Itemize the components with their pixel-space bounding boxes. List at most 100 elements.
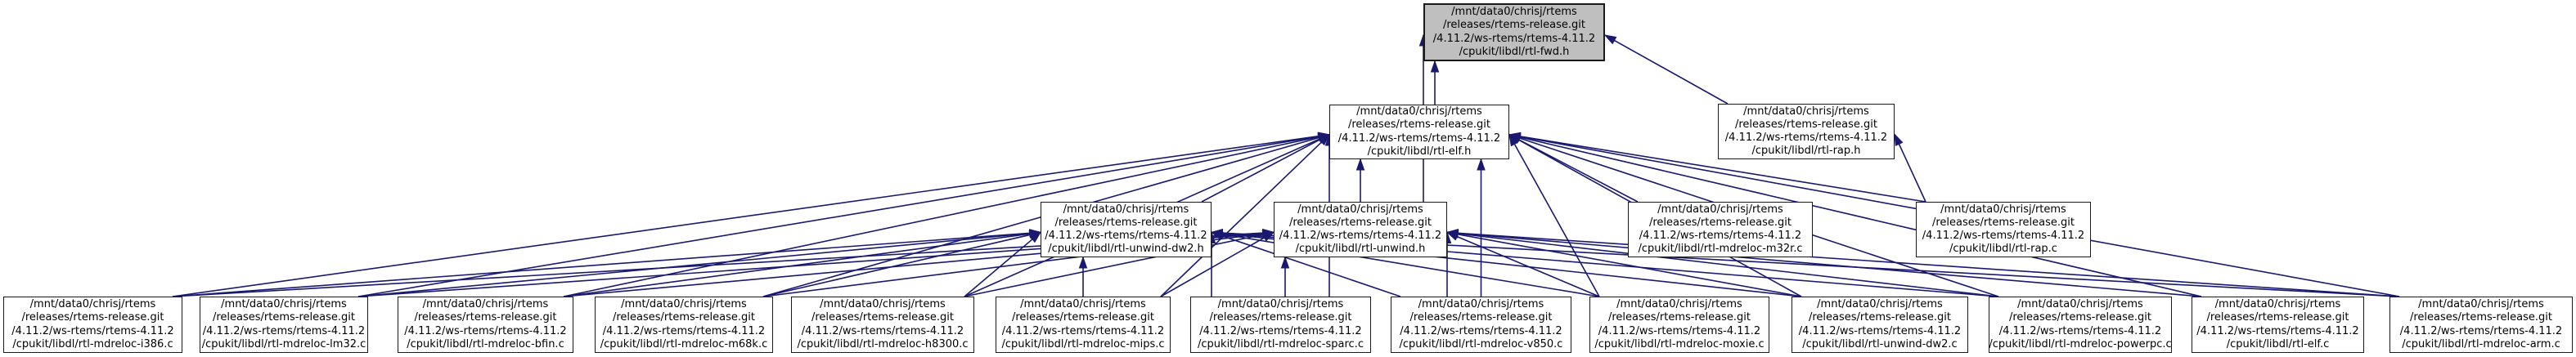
node-path-line: /releases/rtems-release.git	[1607, 311, 1751, 324]
edge-rtl-elf-c-to-rtl-elf-h	[1508, 132, 2202, 297]
edge-rtl-mdreloc-bfin-c-to-rtl-elf-h	[563, 132, 1331, 297]
node-path-line: /releases/rtems-release.git	[1288, 216, 1432, 229]
node-path-line: /4.11.2/ws-rtems/rtems-4.11.2	[1922, 230, 2085, 242]
node-path-line: /cpukit/libdl/rtl-mdreloc-v850.c	[1399, 337, 1563, 350]
graph-node-rtl-elf-c[interactable]: /mnt/data0/chrisj/rtems/releases/rtems-r…	[2192, 297, 2364, 353]
graph-node-rtl-mdreloc-powerpc-c[interactable]: /mnt/data0/chrisj/rtems/releases/rtems-r…	[1989, 297, 2172, 353]
node-path-line: /cpukit/libdl/rtl-mdreloc-i386.c	[12, 337, 173, 350]
graph-node-rtl-rap-h[interactable]: /mnt/data0/chrisj/rtems/releases/rtems-r…	[1718, 104, 1895, 159]
graph-node-rtl-mdreloc-bfin-c[interactable]: /mnt/data0/chrisj/rtems/releases/rtems-r…	[398, 297, 573, 353]
graph-node-rtl-mdreloc-i386-c[interactable]: /mnt/data0/chrisj/rtems/releases/rtems-r…	[3, 297, 182, 353]
node-path-line: /4.11.2/ws-rtems/rtems-4.11.2	[404, 324, 567, 337]
node-path-line: /4.11.2/ws-rtems/rtems-4.11.2	[801, 324, 964, 337]
edge-rtl-mdreloc-h8300-c-to-rtl-unwind-h	[964, 230, 1275, 297]
node-path-line: /mnt/data0/chrisj/rtems	[2017, 298, 2143, 311]
graph-node-rtl-mdreloc-arm-c[interactable]: /mnt/data0/chrisj/rtems/releases/rtems-r…	[2389, 297, 2573, 353]
edge-rtl-rap-c-to-rtl-elf-h	[1508, 132, 1926, 203]
graph-node-rtl-mdreloc-lm32-c[interactable]: /mnt/data0/chrisj/rtems/releases/rtems-r…	[200, 297, 368, 353]
node-path-line: /4.11.2/ws-rtems/rtems-4.11.2	[1798, 324, 1962, 337]
node-path-line: /mnt/data0/chrisj/rtems	[2418, 298, 2544, 311]
edge-rtl-mdreloc-arm-c-to-rtl-unwind-h	[1445, 229, 2400, 297]
node-path-line: /releases/rtems-release.git	[1442, 19, 1585, 32]
node-path-line: /cpukit/libdl/rtl-mdreloc-sparc.c	[1198, 337, 1364, 350]
node-path-line: /releases/rtems-release.git	[2206, 311, 2349, 324]
node-path-line: /mnt/data0/chrisj/rtems	[422, 298, 549, 311]
graph-node-rtl-unwind-h[interactable]: /mnt/data0/chrisj/rtems/releases/rtems-r…	[1274, 202, 1447, 257]
node-path-line: /mnt/data0/chrisj/rtems	[1743, 105, 1869, 118]
edge-rtl-mdreloc-i386-c-to-rtl-unwind-dw2-h	[172, 229, 1042, 297]
node-path-line: /cpukit/libdl/rtl-mdreloc-powerpc.c	[1989, 337, 2172, 350]
graph-node-rtl-mdreloc-mips-c[interactable]: /mnt/data0/chrisj/rtems/releases/rtems-r…	[996, 297, 1171, 353]
node-path-line: /4.11.2/ws-rtems/rtems-4.11.2	[1337, 132, 1501, 145]
node-path-line: /cpukit/libdl/rtl-mdreloc-h8300.c	[797, 337, 969, 350]
edge-rtl-mdreloc-moxie-c-to-rtl-unwind-h	[1445, 231, 1600, 297]
node-path-line: /4.11.2/ws-rtems/rtems-4.11.2	[1432, 32, 1596, 45]
node-path-line: /cpukit/libdl/rtl-mdreloc-lm32.c	[201, 337, 366, 350]
node-path-line: /4.11.2/ws-rtems/rtems-4.11.2	[1639, 230, 1802, 242]
node-path-line: /cpukit/libdl/rtl-mdreloc-mips.c	[1001, 337, 1165, 350]
node-path-line: /mnt/data0/chrisj/rtems	[29, 298, 156, 311]
node-path-line: /mnt/data0/chrisj/rtems	[2214, 298, 2341, 311]
node-path-line: /releases/rtems-release.git	[1808, 311, 1951, 324]
node-path-line: /mnt/data0/chrisj/rtems	[1063, 203, 1189, 216]
graph-node-rtl-mdreloc-v850-c[interactable]: /mnt/data0/chrisj/rtems/releases/rtems-r…	[1391, 297, 1571, 353]
node-path-line: /cpukit/libdl/rtl-elf.h	[1367, 145, 1472, 158]
edge-rtl-mdreloc-lm32-c-to-rtl-elf-h	[357, 132, 1331, 297]
node-path-line: /4.11.2/ws-rtems/rtems-4.11.2	[2399, 324, 2563, 337]
graph-node-rtl-mdreloc-m68k-c[interactable]: /mnt/data0/chrisj/rtems/releases/rtems-r…	[595, 297, 773, 353]
node-path-line: /releases/rtems-release.git	[21, 311, 164, 324]
graph-node-rtl-mdreloc-m32r-c[interactable]: /mnt/data0/chrisj/rtems/releases/rtems-r…	[1628, 202, 1813, 257]
graph-node-rtl-mdreloc-h8300-c[interactable]: /mnt/data0/chrisj/rtems/releases/rtems-r…	[791, 297, 974, 353]
edge-rtl-rap-h-to-rtl-fwd-h	[1603, 34, 1729, 105]
node-path-line: /mnt/data0/chrisj/rtems	[820, 298, 946, 311]
node-path-line: /mnt/data0/chrisj/rtems	[1451, 6, 1577, 19]
node-path-line: /releases/rtems-release.git	[1931, 216, 2075, 229]
node-path-line: /cpukit/libdl/rtl-mdreloc-bfin.c	[407, 337, 564, 350]
node-path-line: /releases/rtems-release.git	[414, 311, 557, 324]
edge-rtl-rap-c-to-rtl-rap-h	[1894, 133, 1926, 203]
node-path-line: /4.11.2/ws-rtems/rtems-4.11.2	[1724, 132, 1888, 144]
node-path-line: /releases/rtems-release.git	[1347, 118, 1490, 132]
edge-rtl-unwind-dw2-c-to-rtl-unwind-h	[1445, 230, 1802, 297]
node-path-line: /4.11.2/ws-rtems/rtems-4.11.2	[11, 324, 174, 337]
edge-rtl-mdreloc-mips-c-to-rtl-elf-h	[1160, 133, 1331, 297]
graph-node-rtl-rap-c[interactable]: /mnt/data0/chrisj/rtems/releases/rtems-r…	[1916, 202, 2091, 257]
graph-node-rtl-unwind-dw2-h[interactable]: /mnt/data0/chrisj/rtems/releases/rtems-r…	[1041, 202, 1212, 257]
node-path-line: /mnt/data0/chrisj/rtems	[1356, 105, 1482, 118]
node-path-line: /mnt/data0/chrisj/rtems	[1020, 298, 1146, 311]
graph-node-rtl-mdreloc-sparc-c[interactable]: /mnt/data0/chrisj/rtems/releases/rtems-r…	[1190, 297, 1371, 353]
edge-rtl-mdreloc-bfin-c-to-rtl-unwind-dw2-h	[563, 229, 1042, 297]
node-path-line: /4.11.2/ws-rtems/rtems-4.11.2	[1279, 230, 1442, 242]
graph-node-rtl-unwind-dw2-c[interactable]: /mnt/data0/chrisj/rtems/releases/rtems-r…	[1792, 297, 1968, 353]
node-path-line: /mnt/data0/chrisj/rtems	[1616, 298, 1742, 311]
node-path-line: /4.11.2/ws-rtems/rtems-4.11.2	[602, 324, 766, 337]
edge-rtl-mdreloc-powerpc-c-to-rtl-unwind-h	[1445, 229, 1999, 297]
edge-rtl-elf-c-to-rtl-unwind-h	[1445, 229, 2202, 297]
graph-node-rtl-elf-h[interactable]: /mnt/data0/chrisj/rtems/releases/rtems-r…	[1329, 105, 1509, 159]
edge-rtl-mdreloc-v850-c-to-rtl-unwind-dw2-h	[1210, 231, 1401, 297]
graph-node-rtl-mdreloc-moxie-c[interactable]: /mnt/data0/chrisj/rtems/releases/rtems-r…	[1589, 297, 1769, 353]
node-path-line: /cpukit/libdl/rtl-mdreloc-arm.c	[2402, 337, 2560, 350]
node-path-line: /4.11.2/ws-rtems/rtems-4.11.2	[1199, 324, 1362, 337]
node-path-line: /cpukit/libdl/rtl-unwind.h	[1295, 243, 1426, 256]
node-path-line: /4.11.2/ws-rtems/rtems-4.11.2	[1001, 324, 1165, 337]
node-path-line: /4.11.2/ws-rtems/rtems-4.11.2	[1400, 324, 1562, 337]
edge-rtl-mdreloc-i386-c-to-rtl-elf-h	[172, 132, 1331, 297]
node-path-line: /mnt/data0/chrisj/rtems	[1217, 298, 1344, 311]
edge-rtl-unwind-dw2-h-to-rtl-elf-h	[1201, 134, 1331, 203]
graph-node-rtl-fwd-h[interactable]: /mnt/data0/chrisj/rtems/releases/rtems-r…	[1423, 3, 1605, 61]
edge-rtl-mdreloc-mips-c-to-rtl-unwind-h	[1160, 231, 1275, 297]
node-path-line: /releases/rtems-release.git	[612, 311, 755, 324]
node-path-line: /cpukit/libdl/rtl-mdreloc-moxie.c	[1594, 337, 1765, 350]
node-path-line: /mnt/data0/chrisj/rtems	[221, 298, 347, 311]
node-path-line: /mnt/data0/chrisj/rtems	[1817, 298, 1943, 311]
node-path-line: /releases/rtems-release.git	[811, 311, 954, 324]
node-path-line: /releases/rtems-release.git	[1409, 311, 1553, 324]
edge-rtl-mdreloc-m68k-c-to-rtl-unwind-dw2-h	[762, 230, 1042, 297]
node-path-line: /cpukit/libdl/rtl-rap.c	[1949, 243, 2057, 256]
node-path-line: /releases/rtems-release.git	[1734, 118, 1877, 131]
node-path-line: /releases/rtems-release.git	[1011, 311, 1154, 324]
node-path-line: /releases/rtems-release.git	[2409, 311, 2552, 324]
node-path-line: /mnt/data0/chrisj/rtems	[1418, 298, 1544, 311]
